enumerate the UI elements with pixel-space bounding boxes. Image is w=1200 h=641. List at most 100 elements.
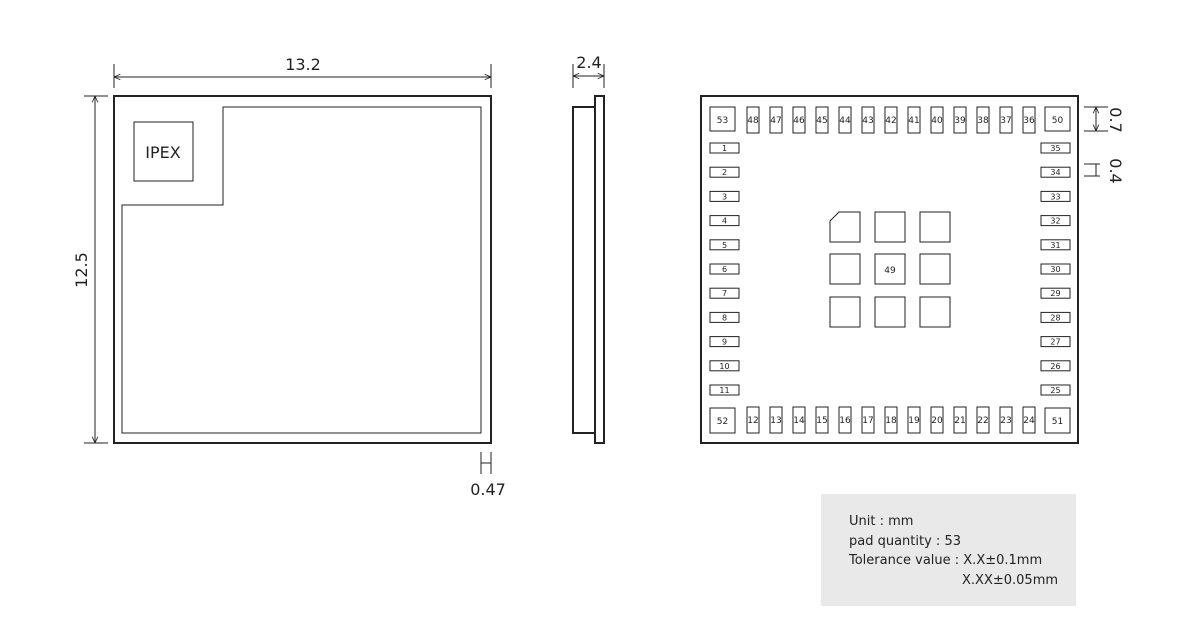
pad-15 xyxy=(815,406,829,434)
pad-25 xyxy=(1040,384,1071,396)
center-pad xyxy=(874,296,906,328)
corner-pad-52 xyxy=(709,407,736,434)
pad-label-19: 19 xyxy=(908,416,920,426)
pad-label-23: 23 xyxy=(1000,416,1011,426)
side-view: 2.4 xyxy=(572,53,605,444)
pad-43 xyxy=(861,106,875,134)
pad-label-16: 16 xyxy=(839,416,851,426)
pad-label-25: 25 xyxy=(1050,386,1060,395)
unit-note: Unit : mm xyxy=(849,514,914,529)
pad-label-53: 53 xyxy=(717,116,728,126)
pad-1 xyxy=(709,142,740,154)
pad-label-43: 43 xyxy=(862,116,873,126)
pad-width-dimension-label: 0.4 xyxy=(1106,158,1125,183)
pad-label-42: 42 xyxy=(885,116,896,126)
pad-label-17: 17 xyxy=(862,416,873,426)
pad-label-24: 24 xyxy=(1023,416,1035,426)
center-pad xyxy=(919,211,951,243)
pad-label-20: 20 xyxy=(931,416,943,426)
pad-label-52: 52 xyxy=(717,417,728,427)
pad-31 xyxy=(1040,239,1071,251)
pad-label-18: 18 xyxy=(885,416,897,426)
pad-label-51: 51 xyxy=(1052,417,1063,427)
pad-label-36: 36 xyxy=(1023,116,1035,126)
center-pad xyxy=(919,253,951,285)
pad-4 xyxy=(709,215,740,227)
pad-label-29: 29 xyxy=(1050,289,1060,298)
width-dimension-label: 13.2 xyxy=(285,55,321,74)
pad-label-11: 11 xyxy=(719,386,729,395)
pad-10 xyxy=(709,360,740,372)
pad-5 xyxy=(709,239,740,251)
pad-label-41: 41 xyxy=(908,116,919,126)
pad-41 xyxy=(907,106,921,134)
pad-39 xyxy=(953,106,967,134)
pad-label-39: 39 xyxy=(954,116,966,126)
pad-45 xyxy=(815,106,829,134)
pad-47 xyxy=(769,106,783,134)
pad-label-33: 33 xyxy=(1050,192,1060,201)
center-pad-array: 49 xyxy=(829,211,951,328)
pad-label-15: 15 xyxy=(816,416,827,426)
module-outline xyxy=(113,95,492,444)
pad-label-22: 22 xyxy=(977,416,988,426)
corner-pad-53 xyxy=(709,106,736,132)
pad-48 xyxy=(746,106,760,134)
tolerance-note: Tolerance value : X.X±0.1mm xyxy=(849,553,1043,568)
pad-38 xyxy=(976,106,990,134)
pad-label-44: 44 xyxy=(839,116,851,126)
pad-label-40: 40 xyxy=(931,116,943,126)
pad-label-38: 38 xyxy=(977,116,989,126)
pad-label-26: 26 xyxy=(1050,362,1060,371)
pad-13 xyxy=(769,406,783,434)
pad-26 xyxy=(1040,360,1071,372)
pad-28 xyxy=(1040,311,1071,323)
pad-44 xyxy=(838,106,852,134)
pad-label-13: 13 xyxy=(770,416,781,426)
pad-label-4: 4 xyxy=(722,217,727,226)
height-dimension-label: 12.5 xyxy=(72,252,91,288)
pad-36 xyxy=(1022,106,1036,134)
pad-label-6: 6 xyxy=(722,265,727,274)
pad-19 xyxy=(907,406,921,434)
pad-label-7: 7 xyxy=(722,289,727,298)
pad-label-14: 14 xyxy=(793,416,805,426)
pad-label-21: 21 xyxy=(954,416,965,426)
pad-label-46: 46 xyxy=(793,116,805,126)
thickness-dimension-label: 2.4 xyxy=(576,53,601,72)
pad-9 xyxy=(709,336,740,348)
center-pad-label: 49 xyxy=(884,266,896,276)
pad-label-27: 27 xyxy=(1050,338,1060,347)
pad-quantity-note: pad quantity : 53 xyxy=(849,533,961,549)
pad-6 xyxy=(709,263,740,275)
pad-label-31: 31 xyxy=(1050,241,1060,250)
pad-label-1: 1 xyxy=(722,144,727,153)
pad-label-2: 2 xyxy=(722,168,727,177)
pad-label-45: 45 xyxy=(816,116,827,126)
pad-label-34: 34 xyxy=(1050,168,1060,177)
pad-23 xyxy=(999,406,1013,434)
pad-34 xyxy=(1040,166,1071,178)
corner-pad-50 xyxy=(1044,106,1071,132)
pad-14 xyxy=(792,406,806,434)
pad-18 xyxy=(884,406,898,434)
pad-22 xyxy=(976,406,990,434)
pad-30 xyxy=(1040,263,1071,275)
pad-label-5: 5 xyxy=(722,241,727,250)
top-view: 13.2 12.5 IPEX 0.47 xyxy=(72,55,506,499)
side-pcb xyxy=(594,95,605,444)
center-pad xyxy=(829,253,861,285)
notes-box: Unit : mm pad quantity : 53 Tolerance va… xyxy=(821,494,1076,606)
pad-42 xyxy=(884,106,898,134)
pad-label-8: 8 xyxy=(722,313,727,322)
center-pad-49 xyxy=(874,253,906,285)
pad-label-12: 12 xyxy=(747,416,758,426)
pad-label-32: 32 xyxy=(1050,217,1060,226)
center-pad xyxy=(829,296,861,328)
pad-33 xyxy=(1040,190,1071,202)
pad-27 xyxy=(1040,336,1071,348)
pad-20 xyxy=(930,406,944,434)
